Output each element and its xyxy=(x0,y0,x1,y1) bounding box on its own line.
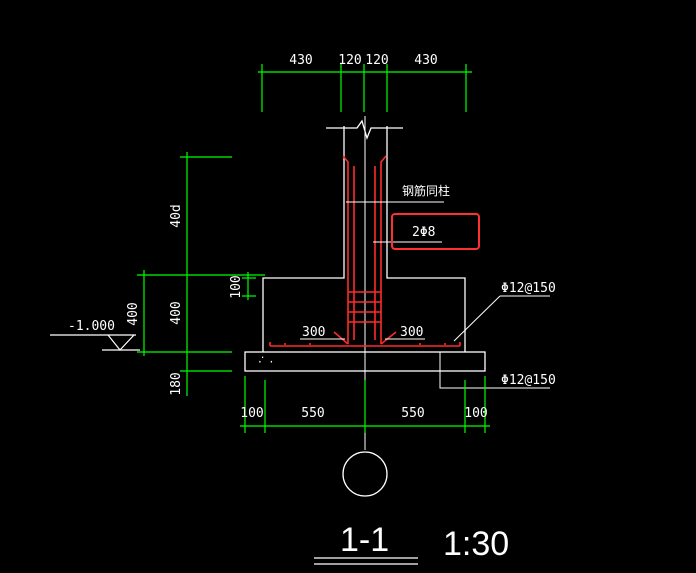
highlight-box[interactable] xyxy=(391,213,480,250)
elevation-marker xyxy=(50,334,140,351)
bottom-dim-1: 100 xyxy=(240,406,263,421)
leader-lines xyxy=(300,201,550,389)
stem-offset-dim: 100 xyxy=(229,275,244,298)
section-title-underline xyxy=(314,557,418,565)
anchor-left-label: 300 xyxy=(302,325,325,340)
anchor-right-label: 300 xyxy=(400,325,423,340)
bottom-dimension-chain xyxy=(240,376,490,433)
stirrup-label: 2Φ8 xyxy=(412,225,435,240)
axis-bubble xyxy=(342,451,388,497)
section-title: 1-1 xyxy=(340,521,389,559)
top-dim-3: 120 xyxy=(365,53,388,68)
left-dim-outer: 400 xyxy=(126,302,141,325)
top-dim-2: 120 xyxy=(338,53,361,68)
bar-lower-label: Φ12@150 xyxy=(501,373,556,388)
bar-upper-label: Φ12@150 xyxy=(501,281,556,296)
top-dim-1: 430 xyxy=(289,53,312,68)
elevation-label: -1.000 xyxy=(68,319,115,334)
left-dim-lower: 180 xyxy=(169,372,184,395)
bottom-dim-2: 550 xyxy=(301,406,324,421)
left-dim-middle: 400 xyxy=(169,301,184,324)
left-dimension-chains xyxy=(137,152,265,396)
rebar-cage xyxy=(269,155,461,347)
left-dim-upper: 40d xyxy=(169,204,184,227)
bottom-dim-4: 100 xyxy=(464,406,487,421)
rebar-same-as-column-label: 钢筋同柱 xyxy=(402,183,450,198)
top-dimension-chain xyxy=(258,64,472,112)
top-dim-4: 430 xyxy=(414,53,437,68)
bottom-dim-3: 550 xyxy=(401,406,424,421)
scale-label: 1:30 xyxy=(443,525,509,563)
cushion-hatch: · ̇ · xyxy=(258,355,273,369)
